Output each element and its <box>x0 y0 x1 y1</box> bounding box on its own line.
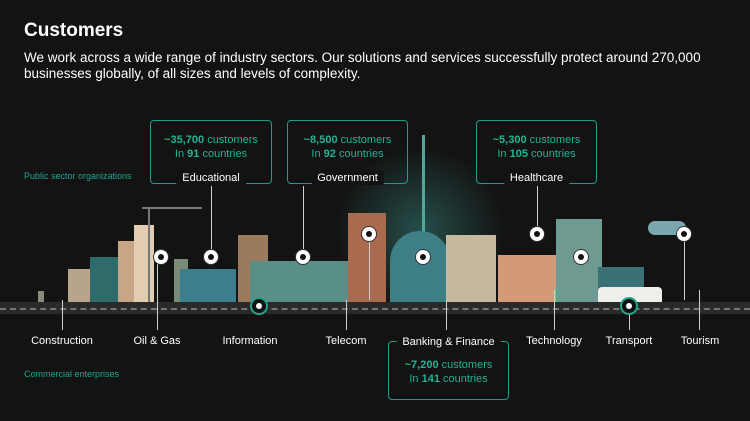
leader-line <box>629 312 630 330</box>
page-title: Customers <box>24 20 124 41</box>
customers-count: ~5,300 <box>492 134 527 146</box>
leader-line <box>346 300 347 330</box>
crane <box>148 209 150 305</box>
hospital-building <box>498 255 556 305</box>
tree <box>38 291 44 305</box>
building <box>68 269 92 305</box>
healthcare-label: Healthcare <box>503 171 570 185</box>
sector-oil-gas: Oil & Gas <box>133 335 181 347</box>
city-skyline-illustration <box>0 135 750 305</box>
sector-banking-finance: Banking & Finance <box>396 335 501 349</box>
healthcare-box: ~5,300 customers In 105 countries Health… <box>476 120 597 185</box>
sector-transport: Transport <box>605 335 653 347</box>
school-building <box>180 269 236 305</box>
countries-count: 91 <box>187 148 200 160</box>
government-label: Government <box>311 171 384 185</box>
public-sector-label: Public sector organizations <box>24 171 132 181</box>
educational-box: ~35,700 customers In 91 countries Educat… <box>150 120 272 185</box>
building <box>90 257 118 305</box>
leader-line <box>303 186 304 250</box>
educational-pin[interactable] <box>204 250 218 264</box>
leader-line <box>684 240 685 300</box>
customers-count: ~8,500 <box>303 134 338 146</box>
crane-arm <box>142 207 202 209</box>
government-building <box>250 261 350 305</box>
sector-information: Information <box>222 335 278 347</box>
leader-line <box>157 264 158 330</box>
countries-count: 105 <box>509 148 528 160</box>
leader-line <box>369 240 370 300</box>
tv-tower <box>422 135 425 305</box>
information-pin[interactable] <box>252 299 266 313</box>
building <box>118 241 134 305</box>
banking-box: Banking & Finance ~7,200 customers In 14… <box>388 335 509 400</box>
road-markings <box>0 308 750 310</box>
leader-line <box>446 300 447 330</box>
leader-line <box>62 300 63 330</box>
sector-technology: Technology <box>526 335 582 347</box>
airplane <box>648 221 686 235</box>
telecom-pin[interactable] <box>362 227 376 241</box>
sector-tourism: Tourism <box>680 335 720 347</box>
leader-line <box>554 290 555 330</box>
sector-telecom: Telecom <box>325 335 367 347</box>
oil-gas-pin[interactable] <box>154 250 168 264</box>
tourism-pin[interactable] <box>677 227 691 241</box>
customers-count: ~7,200 <box>404 359 439 371</box>
intro-text: We work across a wide range of industry … <box>24 50 701 81</box>
leader-line <box>537 186 538 228</box>
bank-building <box>446 235 496 305</box>
bus <box>598 287 662 305</box>
government-box: ~8,500 customers In 92 countries Governm… <box>287 120 408 185</box>
transport-pin[interactable] <box>622 299 636 313</box>
sector-construction: Construction <box>31 335 93 347</box>
healthcare-pin[interactable] <box>530 227 544 241</box>
technology-pin[interactable] <box>574 250 588 264</box>
commercial-label: Commercial enterprises <box>24 369 120 379</box>
dome-building <box>390 231 450 305</box>
banking-pin[interactable] <box>416 250 430 264</box>
leader-line <box>699 290 700 330</box>
customers-count: ~35,700 <box>164 134 205 146</box>
educational-label: Educational <box>176 171 246 185</box>
countries-count: 92 <box>323 148 336 160</box>
countries-count: 141 <box>421 373 440 385</box>
building <box>134 225 154 305</box>
leader-line <box>211 186 212 250</box>
government-pin[interactable] <box>296 250 310 264</box>
